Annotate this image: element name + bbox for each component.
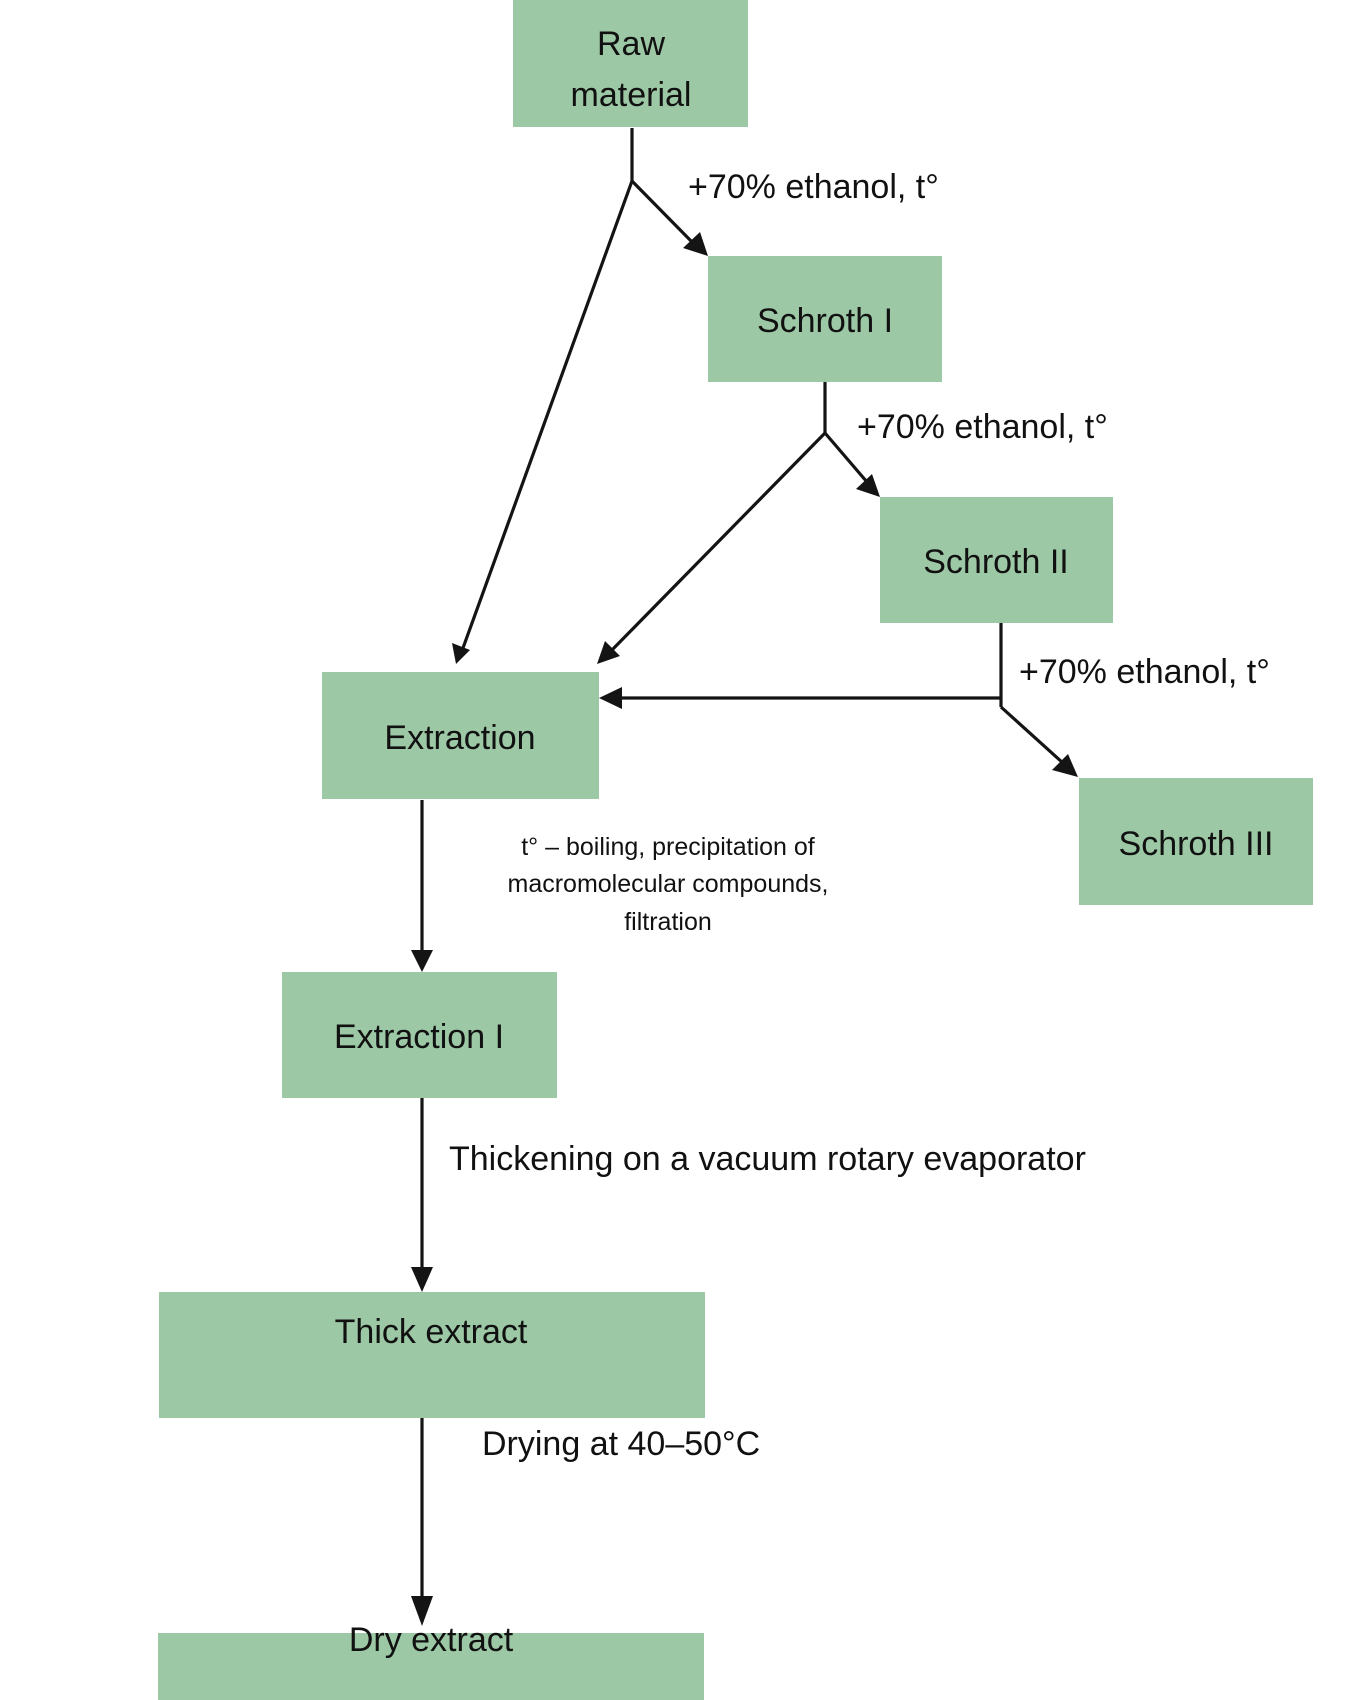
arrowhead-icon xyxy=(1052,754,1078,777)
node-box xyxy=(708,256,942,382)
node-label-line: Raw xyxy=(597,25,665,63)
node-extraction: Extraction xyxy=(322,672,599,799)
node-thick-extract: Thick extract xyxy=(159,1292,705,1418)
edge-note-line: t° – boiling, precipitation of xyxy=(521,833,815,861)
arrowhead-icon xyxy=(856,474,880,497)
node-box xyxy=(1079,778,1313,905)
node-dry-extract: Dry extract xyxy=(158,1621,704,1700)
arrowhead-icon xyxy=(599,687,622,709)
node-label-line: material xyxy=(571,76,692,114)
edge-label-thickening: Thickening on a vacuum rotary evaporator xyxy=(449,1140,1086,1178)
edge-schroth-1-to-extraction xyxy=(609,431,827,653)
arrowhead-icon xyxy=(411,950,433,972)
edge-raw-to-schroth-1 xyxy=(630,179,695,245)
edge-note-line: filtration xyxy=(624,908,712,936)
node-label: Schroth III xyxy=(1119,825,1274,863)
node-label: Schroth I xyxy=(757,302,893,340)
arrowhead-icon xyxy=(411,1267,433,1292)
edge-label-ethanol-3: +70% ethanol, t° xyxy=(1019,653,1270,691)
node-extraction-1: Extraction I xyxy=(282,972,557,1098)
node-label: Extraction xyxy=(384,719,535,757)
node-label: Dry extract xyxy=(349,1621,514,1659)
edge-raw-to-extraction xyxy=(461,180,634,649)
node-box xyxy=(282,972,557,1098)
arrowhead-icon xyxy=(452,643,470,664)
node-schroth-2: Schroth II xyxy=(880,497,1113,623)
node-box xyxy=(158,1633,704,1700)
edge-schroth-1-to-schroth-2 xyxy=(823,431,869,484)
edge-label-drying: Drying at 40–50°C xyxy=(482,1425,760,1463)
node-label: Extraction I xyxy=(334,1018,504,1056)
edge-label-ethanol-2: +70% ethanol, t° xyxy=(857,408,1108,446)
edge-note-line: macromolecular compounds, xyxy=(508,870,829,898)
node-box xyxy=(880,497,1113,623)
node-box xyxy=(159,1292,705,1418)
arrowhead-icon xyxy=(597,641,620,664)
arrowhead-icon xyxy=(683,232,708,256)
node-label: Schroth II xyxy=(923,543,1069,581)
arrowhead-icon xyxy=(411,1596,433,1626)
node-schroth-1: Schroth I xyxy=(708,256,942,382)
node-label: Thick extract xyxy=(335,1313,528,1351)
node-box xyxy=(322,672,599,799)
edge-schroth-2-to-schroth-3 xyxy=(999,705,1065,765)
node-schroth-3: Schroth III xyxy=(1079,778,1313,905)
node-box xyxy=(513,0,748,127)
node-raw-material: Raw material xyxy=(513,0,748,127)
edge-label-ethanol-1: +70% ethanol, t° xyxy=(688,168,939,206)
